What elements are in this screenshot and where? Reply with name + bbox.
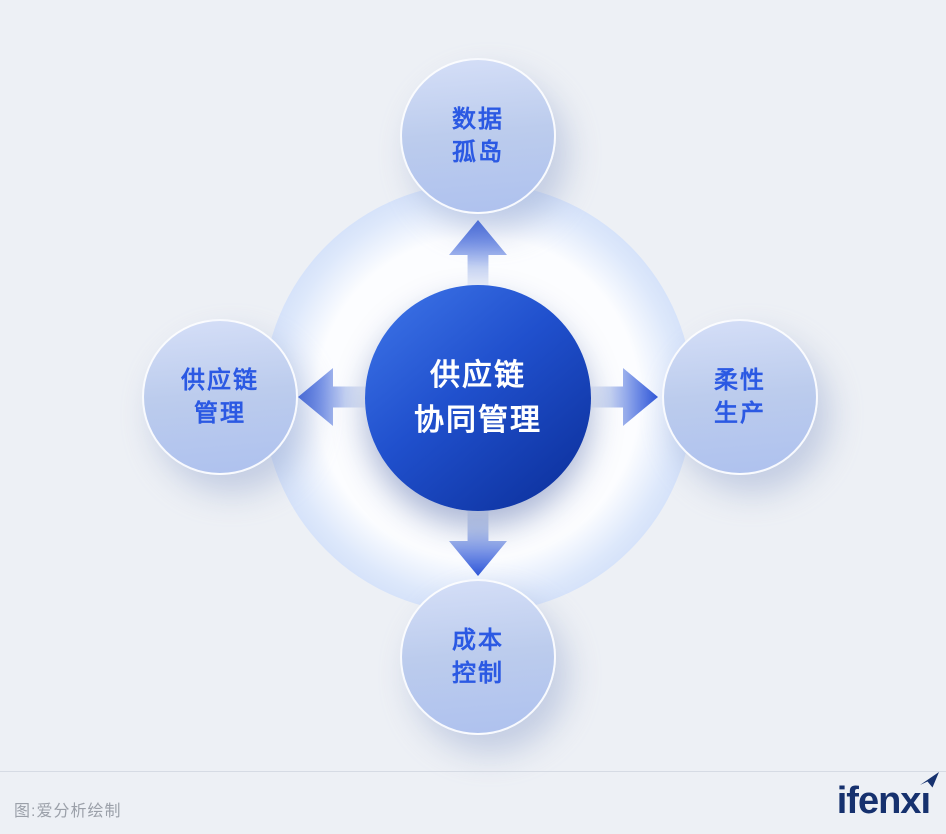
logo-text: ifenx	[836, 780, 922, 822]
ifenxi-logo: ifenxı	[836, 772, 940, 822]
center-label: 协同管理	[414, 404, 542, 437]
center-node-supply-chain-collaboration: 供应链 协同管理	[365, 285, 591, 511]
satellite-label: 生产	[714, 400, 766, 427]
satellite-supply-chain-management: 供应链 管理	[142, 319, 298, 475]
logo-arrow-icon	[920, 772, 940, 788]
satellite-label: 数据	[452, 105, 504, 133]
satellite-label: 柔性	[714, 366, 766, 394]
source-caption: 图:爱分析绘制	[14, 803, 122, 820]
satellite-label: 成本	[452, 626, 504, 654]
satellite-flexible-production: 柔性 生产	[662, 319, 818, 475]
logo-last-letter: ı	[920, 772, 940, 822]
satellite-label: 控制	[452, 660, 504, 687]
satellite-label: 管理	[194, 400, 246, 427]
satellite-label: 供应链	[181, 366, 259, 394]
footer-divider	[0, 771, 946, 772]
satellite-data-silo: 数据 孤岛	[400, 58, 556, 214]
satellite-cost-control: 成本 控制	[400, 579, 556, 735]
satellite-label: 孤岛	[452, 139, 504, 166]
center-label: 供应链	[430, 359, 526, 392]
